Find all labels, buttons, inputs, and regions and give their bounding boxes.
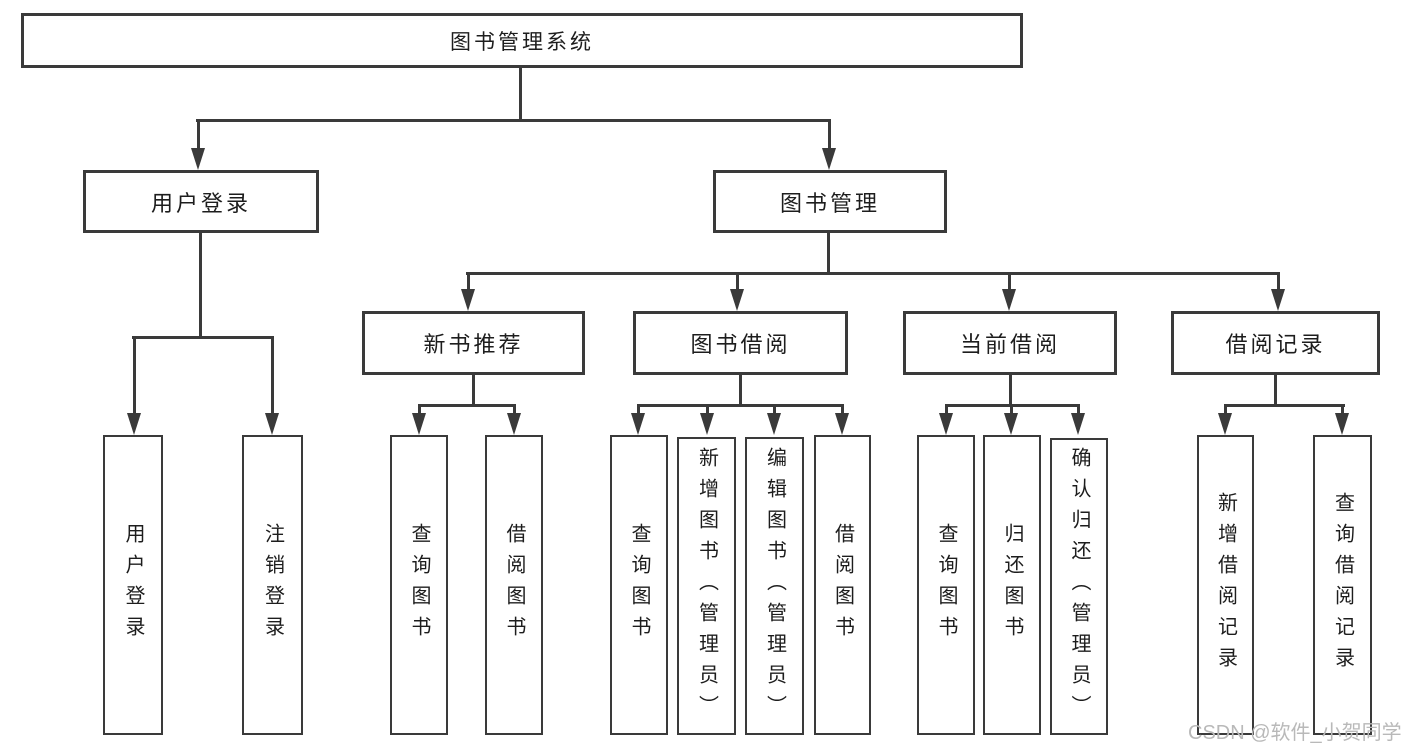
arrow-to-leaf-logout bbox=[265, 336, 279, 435]
node-root-label: 图书管理系统 bbox=[450, 30, 594, 54]
arrow-to-leaf-query-record bbox=[1335, 404, 1349, 435]
leaf-return-book: 归还图书 bbox=[983, 435, 1041, 735]
node-user-login-label: 用户登录 bbox=[150, 190, 251, 216]
node-current-borrowing-label: 当前借阅 bbox=[959, 332, 1060, 357]
arrow-to-leaf-add-book bbox=[700, 404, 714, 435]
node-new-book-recommend: 新书推荐 bbox=[362, 311, 585, 375]
connector-current-borrow-vline bbox=[1008, 375, 1012, 405]
connector-root-hline bbox=[196, 119, 831, 122]
connector-borrow-records-hline bbox=[1223, 404, 1345, 407]
node-book-borrowing-label: 图书借阅 bbox=[690, 332, 791, 357]
node-current-borrowing: 当前借阅 bbox=[903, 311, 1117, 375]
node-book-borrowing: 图书借阅 bbox=[633, 311, 848, 375]
node-user-login: 用户登录 bbox=[83, 170, 319, 233]
leaf-edit-book-admin-label: 编辑图书（管理员） bbox=[763, 446, 786, 726]
arrow-to-user-login bbox=[191, 119, 205, 170]
connector-book-mgmt-vline bbox=[827, 233, 830, 275]
arrow-to-leaf-borrow-book-a bbox=[507, 404, 521, 435]
leaf-query-borrow-record: 查询借阅记录 bbox=[1313, 435, 1372, 735]
leaf-confirm-return-admin: 确认归还（管理员） bbox=[1050, 438, 1108, 735]
arrow-to-leaf-return-book bbox=[1004, 404, 1018, 435]
leaf-logout-label: 注销登录 bbox=[261, 523, 284, 647]
leaf-query-book-c-label: 查询图书 bbox=[935, 523, 957, 647]
leaf-add-book-admin: 新增图书（管理员） bbox=[677, 437, 736, 735]
leaf-query-book-a: 查询图书 bbox=[390, 435, 448, 735]
leaf-borrow-book-b-label: 借阅图书 bbox=[831, 523, 854, 647]
watermark: CSDN @软件_小贺同学 bbox=[1188, 722, 1402, 744]
arrow-to-new-book-recommend bbox=[461, 272, 475, 311]
connector-root-vline bbox=[519, 68, 522, 120]
arrow-to-leaf-query-book-c bbox=[939, 404, 953, 435]
leaf-return-book-label: 归还图书 bbox=[1001, 523, 1023, 647]
arrow-to-borrowing-records bbox=[1271, 272, 1285, 311]
node-book-management: 图书管理 bbox=[713, 170, 947, 233]
leaf-add-book-admin-label: 新增图书（管理员） bbox=[695, 446, 718, 726]
leaf-borrow-book-a-label: 借阅图书 bbox=[503, 523, 525, 647]
leaf-add-borrow-record-label: 新增借阅记录 bbox=[1214, 492, 1237, 678]
arrow-to-leaf-user-login bbox=[127, 336, 141, 435]
node-borrowing-records: 借阅记录 bbox=[1171, 311, 1380, 375]
leaf-borrow-book-b: 借阅图书 bbox=[814, 435, 871, 735]
leaf-query-book-b: 查询图书 bbox=[610, 435, 668, 735]
connector-user-login-hline bbox=[132, 336, 274, 339]
connector-new-book-vline bbox=[471, 375, 475, 405]
leaf-query-book-b-label: 查询图书 bbox=[628, 523, 650, 647]
arrow-to-current-borrowing bbox=[1002, 272, 1016, 311]
connector-book-borrow-vline bbox=[739, 375, 742, 405]
leaf-confirm-return-admin-label: 确认归还（管理员） bbox=[1068, 447, 1090, 726]
arrow-to-leaf-confirm-return bbox=[1071, 404, 1085, 435]
node-borrowing-records-label: 借阅记录 bbox=[1225, 332, 1326, 357]
arrow-to-leaf-query-book-a bbox=[412, 404, 426, 435]
connector-book-mgmt-hline bbox=[466, 272, 1280, 275]
leaf-user-login: 用户登录 bbox=[103, 435, 163, 735]
leaf-query-borrow-record-label: 查询借阅记录 bbox=[1331, 492, 1354, 678]
connector-user-login-vline bbox=[199, 233, 202, 337]
connector-new-book-hline bbox=[417, 404, 516, 407]
connector-book-borrow-hline bbox=[636, 404, 844, 407]
node-new-book-recommend-label: 新书推荐 bbox=[423, 332, 524, 357]
arrow-to-leaf-add-record bbox=[1218, 404, 1232, 435]
arrow-to-leaf-borrow-book-b bbox=[835, 404, 849, 435]
arrow-to-book-borrowing bbox=[730, 272, 744, 311]
connector-borrow-records-vline bbox=[1274, 375, 1277, 405]
leaf-edit-book-admin: 编辑图书（管理员） bbox=[745, 437, 804, 735]
leaf-borrow-book-a: 借阅图书 bbox=[485, 435, 543, 735]
node-root: 图书管理系统 bbox=[21, 13, 1023, 68]
arrow-to-book-management bbox=[822, 119, 836, 170]
arrow-to-leaf-query-book-b bbox=[631, 404, 645, 435]
leaf-user-login-label: 用户登录 bbox=[122, 523, 144, 647]
leaf-add-borrow-record: 新增借阅记录 bbox=[1197, 435, 1254, 735]
leaf-logout: 注销登录 bbox=[242, 435, 303, 735]
leaf-query-book-c: 查询图书 bbox=[917, 435, 975, 735]
node-book-management-label: 图书管理 bbox=[779, 190, 880, 216]
leaf-query-book-a-label: 查询图书 bbox=[408, 523, 430, 647]
arrow-to-leaf-edit-book bbox=[767, 404, 781, 435]
